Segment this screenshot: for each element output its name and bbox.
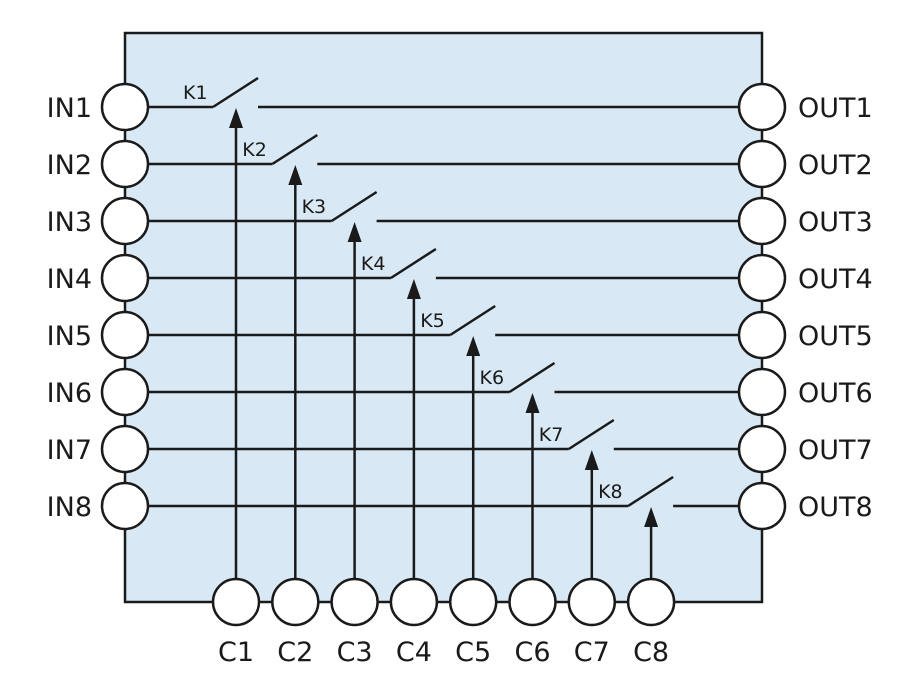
control-terminal [508,577,557,627]
switch-contact [330,190,378,223]
arrowhead-icon [229,108,243,128]
control-label: C8 [633,637,669,668]
input-label: IN7 [47,435,92,466]
control-terminal [567,577,617,627]
control-label: C3 [337,637,373,668]
switch-contact [449,304,496,337]
output-terminal [737,196,787,246]
control-terminal [448,577,498,627]
control-label: C4 [396,637,432,668]
output-label: OUT8 [798,492,873,523]
input-label: IN5 [47,321,92,352]
switch-contact [627,475,674,508]
arrowhead-icon [347,222,362,242]
switch-contact [508,361,556,394]
input-terminal [100,139,150,189]
switch-contact [390,247,437,280]
switch-label: K1 [183,82,208,104]
input-label: IN8 [47,492,92,523]
switch-label: K2 [242,139,267,161]
output-terminal [737,310,787,360]
switch-label: K6 [480,367,505,389]
input-terminal [100,367,150,417]
switch-label: K7 [539,424,564,446]
switch-label: K4 [361,253,386,275]
control-label: C7 [574,637,610,668]
control-terminal [389,577,439,627]
output-terminal [737,424,787,474]
control-terminal [330,577,379,627]
input-terminal [100,82,150,132]
output-label: OUT4 [798,264,873,295]
arrowhead-icon [525,393,540,413]
arrowhead-icon [644,507,659,527]
control-label: C5 [455,637,491,668]
input-label: IN4 [47,264,92,295]
control-label: C2 [277,637,313,668]
switch-label: K8 [598,481,623,503]
output-terminal [737,367,787,417]
input-label: IN6 [47,378,92,409]
switch-label: K5 [420,310,445,332]
output-label: OUT2 [798,150,873,181]
input-label: IN2 [47,150,92,181]
control-terminal [626,577,676,627]
output-label: OUT3 [798,207,873,238]
output-terminal [737,82,787,132]
input-label: IN3 [47,207,92,238]
input-terminal [100,481,150,531]
arrowhead-icon [288,165,303,185]
control-label: C6 [514,637,550,668]
input-label: IN1 [47,93,92,124]
switch-contact [212,76,259,109]
arrowhead-icon [466,336,481,356]
input-terminal [100,310,150,360]
switch-contact [568,418,615,451]
output-terminal [737,481,787,531]
control-label: C1 [218,637,254,668]
arrowhead-icon [406,279,421,299]
arrowhead-icon [584,450,599,470]
output-terminal [737,253,787,303]
input-terminal [100,424,150,474]
output-label: OUT5 [798,321,873,352]
switch-contact [271,133,318,166]
input-terminal [100,196,150,246]
output-label: OUT1 [798,93,873,124]
control-terminal [211,577,261,627]
switch-label: K3 [302,196,327,218]
input-terminal [100,253,150,303]
output-label: OUT6 [798,378,873,409]
control-terminal [271,577,320,627]
output-terminal [737,139,787,189]
output-label: OUT7 [798,435,873,466]
